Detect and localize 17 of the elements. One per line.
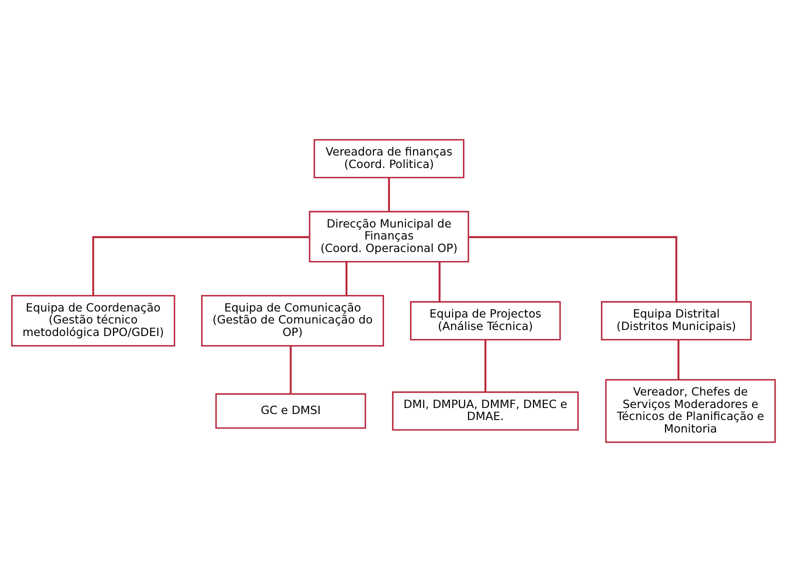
node-box: Vereador, Chefes de Serviços Moderadores e Técnicos de Planificação e Monitoria bbox=[605, 378, 776, 442]
node-box: Direcção Municipal de Finanças (Coord. Operacional OP) bbox=[308, 210, 470, 262]
connector bbox=[468, 236, 678, 302]
connector bbox=[290, 345, 292, 394]
node-box: GC e DMSI bbox=[215, 392, 366, 428]
connector bbox=[346, 261, 348, 296]
node-box: Equipa de Coordenação (Gestão técnico metodológica DPO/GDEI) bbox=[11, 294, 176, 346]
connector bbox=[484, 339, 486, 392]
connector bbox=[92, 236, 310, 296]
node-box: Equipa de Projectos (Análise Técnica) bbox=[410, 300, 561, 340]
node-box: Equipa Distrital (Distritos Municipais) bbox=[600, 300, 752, 340]
node-box: DMI, DMPUA, DMMF, DMEC e DMAE. bbox=[392, 390, 579, 430]
node-box: Vereadora de finanças (Coord. Politica) bbox=[314, 138, 464, 178]
connector bbox=[678, 339, 680, 379]
connector bbox=[388, 177, 390, 211]
connector bbox=[438, 261, 441, 302]
node-box: Equipa de Comunicação (Gestão de Comunicação do OP) bbox=[201, 294, 384, 346]
